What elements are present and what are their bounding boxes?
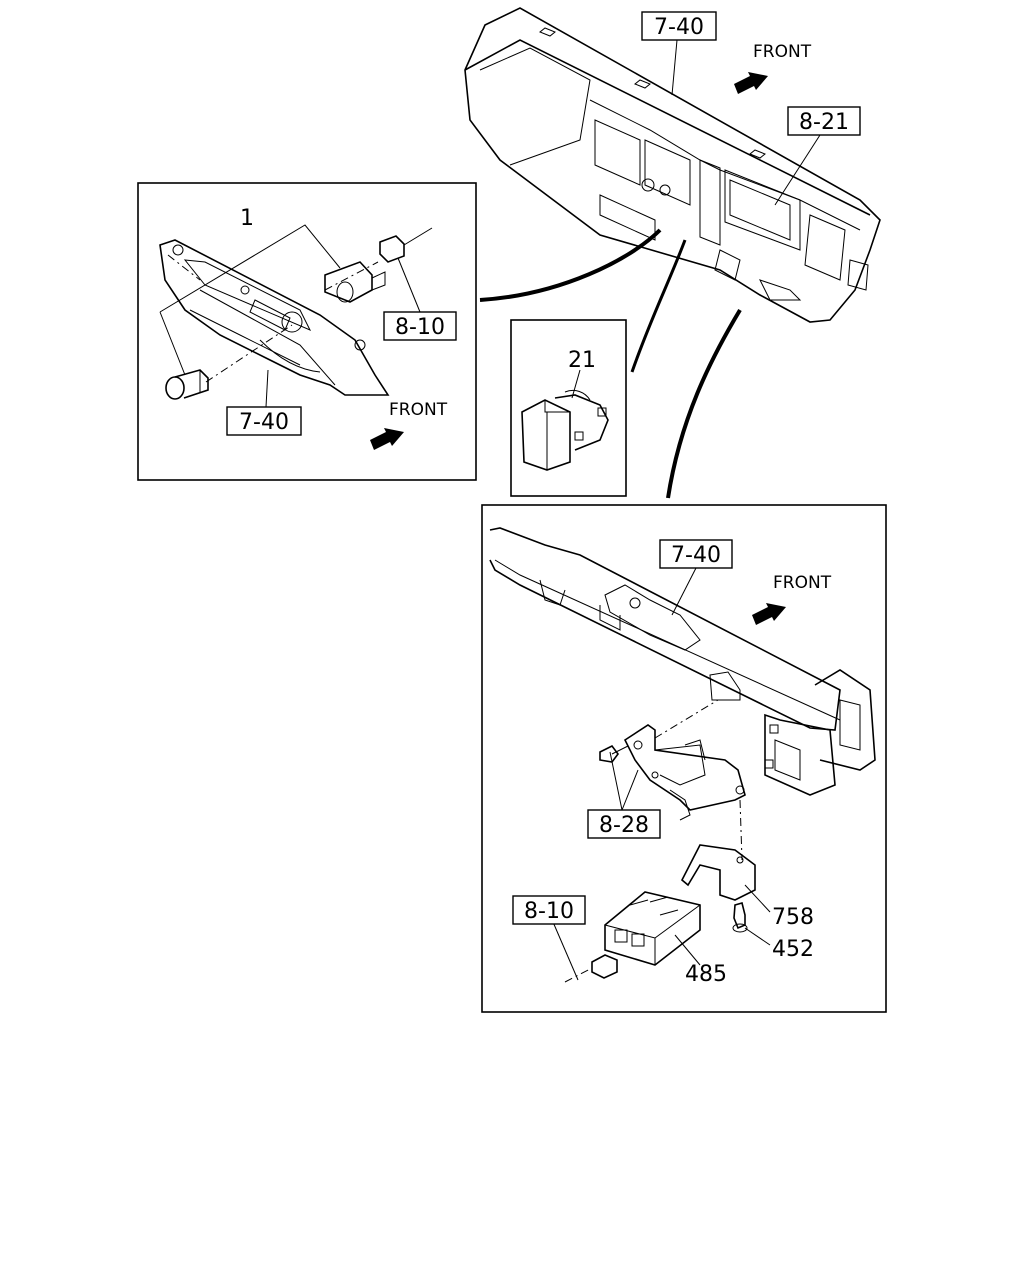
front-arrow-bottom — [752, 603, 786, 625]
switch-panel-illustration — [159, 239, 390, 396]
bracket-illustration — [623, 699, 746, 861]
sweep-to-left-box — [479, 228, 662, 302]
leader-part-1 — [159, 224, 341, 376]
leader-part-452 — [744, 927, 771, 946]
front-label-left: FRONT — [389, 400, 448, 420]
ref-box-panel-left: 7-40 — [226, 406, 302, 436]
leader-wire-bottom — [552, 921, 579, 981]
part-label-758: 758 — [772, 905, 814, 930]
sweep-to-bottom-box — [666, 308, 742, 499]
svg-text:8-10: 8-10 — [395, 315, 445, 340]
leader-dash-top — [671, 39, 678, 96]
svg-text:7-40: 7-40 — [239, 410, 289, 435]
part-label-452: 452 — [772, 937, 814, 962]
connector-illustration-left — [379, 227, 433, 263]
leader-part-21 — [571, 369, 581, 399]
bulb-illustration — [165, 369, 209, 400]
front-arrow-left — [370, 428, 404, 450]
leader-part-485 — [674, 934, 701, 966]
ref-box-wire-bottom: 8-10 — [512, 895, 586, 925]
svg-text:8-21: 8-21 — [799, 110, 849, 135]
svg-text:7-40: 7-40 — [671, 543, 721, 568]
svg-text:8-28: 8-28 — [599, 813, 649, 838]
leader-bracket — [609, 751, 639, 811]
leader-wire-left — [397, 257, 421, 313]
leader-panel-left — [265, 369, 269, 408]
ref-box-bracket: 8-28 — [587, 809, 661, 839]
svg-text:7-40: 7-40 — [654, 15, 704, 40]
centerline-left-2 — [324, 261, 379, 291]
ref-box-beam: 7-40 — [659, 539, 733, 569]
detail-box-bottom — [481, 504, 887, 1013]
part-label-1: 1 — [240, 206, 254, 231]
part-label-485: 485 — [685, 962, 727, 987]
front-arrow-top — [734, 72, 768, 94]
front-label-top: FRONT — [753, 42, 812, 62]
relay-485-illustration — [604, 891, 701, 966]
connector-illustration-bottom — [564, 954, 618, 983]
relay-bracket-758-illustration — [680, 844, 756, 901]
leader-meter — [774, 134, 821, 206]
crossbeam-illustration — [489, 527, 876, 796]
switch-21-illustration — [521, 389, 609, 471]
leader-part-758 — [744, 884, 771, 913]
centerline-left-1 — [205, 324, 293, 383]
part-label-21: 21 — [568, 348, 596, 373]
dashboard-illustration — [464, 7, 881, 323]
svg-text:8-10: 8-10 — [524, 899, 574, 924]
bolt-bracket-illustration — [599, 744, 629, 763]
screw-452-illustration — [732, 902, 748, 933]
ref-box-dash-top: 7-40 — [641, 11, 717, 41]
ref-box-wire-left: 8-10 — [383, 311, 457, 341]
sweep-to-switch-box — [630, 239, 687, 373]
front-label-bottom: FRONT — [773, 573, 832, 593]
ref-box-meter: 8-21 — [787, 106, 861, 136]
leader-beam — [671, 567, 697, 616]
lamp-illustration — [324, 261, 386, 303]
